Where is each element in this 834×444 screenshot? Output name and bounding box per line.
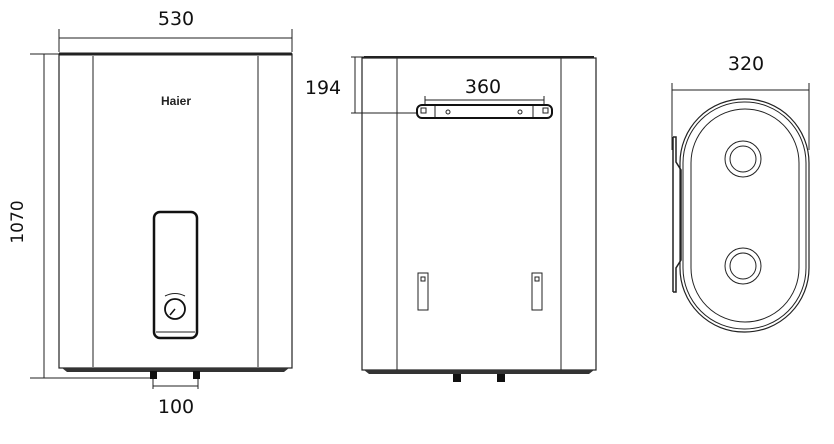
depth-label: 320 xyxy=(727,53,765,75)
outlet-pipe xyxy=(193,371,200,379)
brand-logo: Haier xyxy=(160,94,192,108)
control-panel xyxy=(152,210,199,340)
thermostat-knob-icon xyxy=(164,298,186,320)
side-view xyxy=(671,83,810,333)
width-label: 530 xyxy=(157,8,195,30)
rear-view xyxy=(351,56,597,382)
inlet-pipe xyxy=(150,371,157,379)
bracket-width-label: 360 xyxy=(464,76,502,98)
wall-bracket xyxy=(672,136,682,293)
height-label: 1070 xyxy=(8,200,28,244)
pipe-spacing-label: 100 xyxy=(157,396,195,418)
mounting-bracket xyxy=(416,104,553,119)
side-body xyxy=(679,98,810,333)
mounting-slot-left xyxy=(417,272,429,311)
bracket-offset-label: 194 xyxy=(304,77,342,99)
front-view xyxy=(30,29,293,389)
mounting-slot-right xyxy=(531,272,543,311)
rear-body xyxy=(361,57,597,371)
